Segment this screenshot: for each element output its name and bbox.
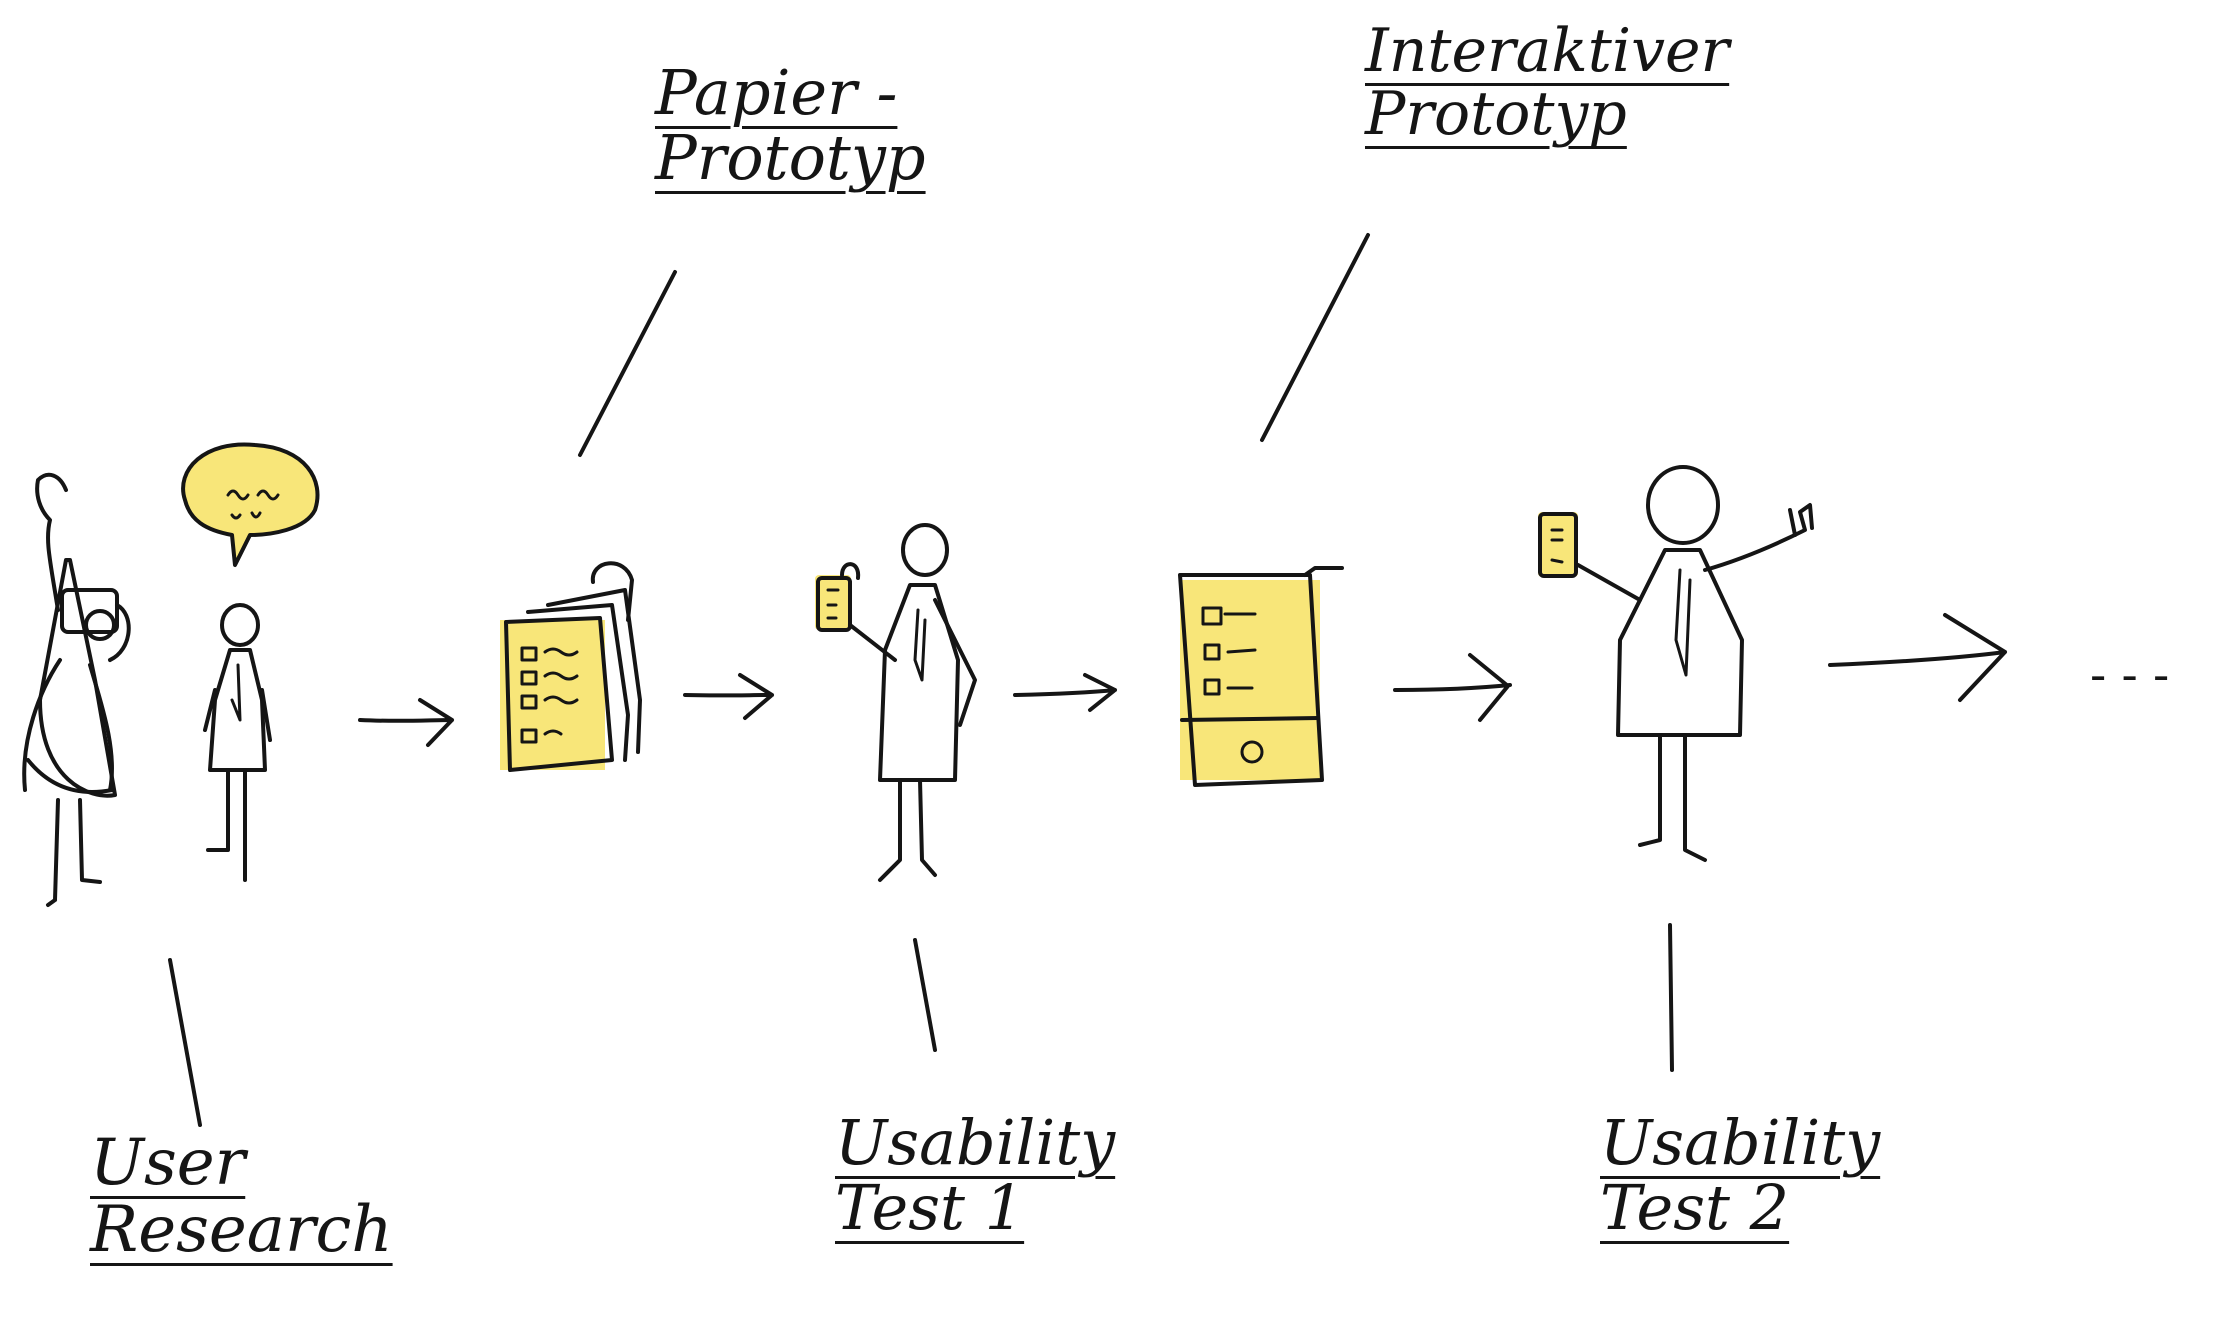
paper-stack-icon bbox=[500, 561, 642, 772]
arrow-3-icon bbox=[1013, 673, 1117, 712]
ellipsis-continuation: - - - bbox=[2090, 647, 2170, 703]
label-usability-test-2-line2: Test 2 bbox=[1600, 1171, 1790, 1245]
label-interactive-prototype: Interaktiver Prototyp bbox=[1365, 20, 1729, 146]
label-interactive-prototype-line2: Prototyp bbox=[1365, 79, 1627, 149]
label-paper-prototype: Papier - Prototyp bbox=[655, 60, 926, 190]
label-paper-prototype-line2: Prototyp bbox=[655, 121, 926, 195]
label-user-research-line2: Research bbox=[90, 1193, 393, 1268]
leader-lines bbox=[168, 233, 1674, 1127]
phone-screen-icon bbox=[1178, 566, 1344, 787]
arrow-4-icon bbox=[1393, 653, 1512, 722]
speaking-person-icon bbox=[181, 442, 320, 882]
label-usability-test-1-line1: Usability bbox=[835, 1106, 1116, 1179]
arrow-5-icon bbox=[1828, 613, 2007, 702]
label-paper-prototype-line1: Papier - bbox=[655, 56, 898, 129]
label-user-research: User Research bbox=[90, 1126, 393, 1268]
label-user-research-line1: User bbox=[90, 1126, 246, 1200]
test-person-phone-icon bbox=[815, 523, 977, 882]
arrow-1-icon bbox=[358, 698, 454, 747]
label-interactive-prototype-line1: Interaktiver bbox=[1365, 16, 1730, 86]
label-usability-test-1: Usability Test 1 bbox=[835, 1110, 1115, 1240]
label-usability-test-1-line2: Test 1 bbox=[835, 1171, 1025, 1245]
photographer-figure-icon bbox=[22, 472, 131, 907]
happy-person-icon bbox=[1538, 465, 1814, 862]
label-usability-test-2: Usability Test 2 bbox=[1600, 1110, 1880, 1240]
label-usability-test-2-line1: Usability bbox=[1600, 1106, 1881, 1179]
arrow-2-icon bbox=[683, 673, 774, 720]
